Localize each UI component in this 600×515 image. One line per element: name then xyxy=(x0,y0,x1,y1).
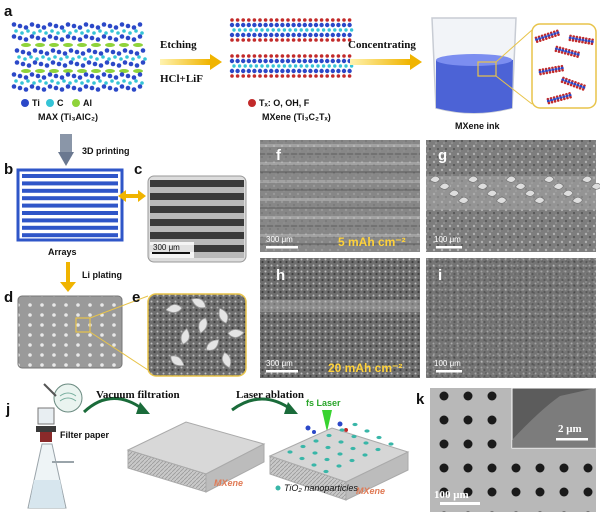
mxene-name: MXene (Ti₃C₂Tₓ) xyxy=(262,112,331,122)
panel-label-e: e xyxy=(132,289,140,306)
step-li-plating: Li plating xyxy=(82,270,122,280)
ablated-film xyxy=(268,422,410,501)
etching-arrow xyxy=(160,54,222,70)
legend-c: C xyxy=(57,98,64,108)
arrays-label: Arrays xyxy=(48,247,77,257)
legend-ti: Ti xyxy=(32,98,40,108)
vacuum-arrow xyxy=(82,397,145,414)
printed-array xyxy=(16,168,124,242)
scale-bar-i: 100 μm xyxy=(434,359,461,368)
sem-image-e xyxy=(147,293,247,377)
panel-label-i: i xyxy=(438,267,442,284)
laser-ablation-label: Laser ablation xyxy=(236,389,304,401)
max-name: MAX (Ti₃AlC₂) xyxy=(38,112,98,122)
sem-image-g xyxy=(426,140,600,252)
tio2-dot-icon xyxy=(275,485,281,491)
tx-dot-icon xyxy=(248,99,256,107)
vacuum-arrowhead-icon xyxy=(136,402,150,414)
sem-image-h xyxy=(260,258,420,378)
panel-label-k: k xyxy=(416,391,425,408)
mxene-film xyxy=(126,421,266,493)
panel-label-f: f xyxy=(276,147,282,164)
step-3d-printing: 3D printing xyxy=(82,146,130,156)
printer-nozzle-icon xyxy=(58,134,74,166)
scale-bar-f: 300 μm xyxy=(266,235,293,244)
laser-arrow xyxy=(231,397,293,412)
laser-debris-icons xyxy=(305,421,348,434)
filter-paper-label: Filter paper xyxy=(60,430,110,440)
areal-capacity-h: 20 mAh cm⁻² xyxy=(328,361,402,375)
c-dot-icon xyxy=(46,99,54,107)
scale-bar-h: 300 μm xyxy=(266,359,293,368)
laser-arrowhead-icon xyxy=(284,402,298,414)
sem-image-k xyxy=(430,387,597,512)
li-plating-arrow xyxy=(60,262,76,292)
mxene-structure xyxy=(229,18,354,78)
scale-bar-g: 100 μm xyxy=(434,235,461,244)
mxene-tag-ablated: MXene xyxy=(356,486,385,496)
etching-label: Etching xyxy=(160,39,197,51)
sem-image-i xyxy=(426,258,596,378)
concentrating-label: Concentrating xyxy=(348,39,416,51)
legend-al: Al xyxy=(83,98,92,108)
scale-bar-k-inset: 2 μm xyxy=(558,423,582,435)
concentrating-arrow xyxy=(350,54,422,70)
tx-legend: Tₓ: O, OH, F xyxy=(259,98,310,108)
ti-dot-icon xyxy=(21,99,29,107)
scale-bar-k: 100 μm xyxy=(434,489,469,501)
panel-label-d: d xyxy=(4,289,13,306)
panel-label-b: b xyxy=(4,161,13,178)
laser-beam-icon xyxy=(322,410,332,432)
tio2-label: TiO₂ nanoparticles xyxy=(284,483,358,493)
panel-label-a: a xyxy=(4,3,13,20)
max-structure xyxy=(11,22,147,92)
etching-reagent: HCl+LiF xyxy=(160,73,203,85)
plated-array xyxy=(17,295,123,369)
panel-label-g: g xyxy=(438,147,447,164)
beaker-icon xyxy=(431,17,517,114)
panel-label-j: j xyxy=(5,401,10,418)
scale-bar-c: 300 μm xyxy=(153,243,180,252)
areal-capacity-f: 5 mAh cm⁻² xyxy=(338,235,406,249)
link-arrow-bc xyxy=(118,190,146,202)
sem-image-c xyxy=(147,175,247,263)
filtration-flask-icon xyxy=(27,383,83,509)
al-dot-icon xyxy=(72,99,80,107)
max-legend: Ti C Al xyxy=(21,98,92,108)
mxene-tag-film: MXene xyxy=(214,478,243,488)
ink-zoom-box xyxy=(531,23,597,109)
vacuum-filtration-label: Vacuum filtration xyxy=(96,389,180,401)
panel-label-c: c xyxy=(134,161,142,178)
sem-image-f xyxy=(260,140,420,252)
panel-label-h: h xyxy=(276,267,285,284)
ink-label: MXene ink xyxy=(455,121,501,131)
fs-laser-label: fs Laser xyxy=(306,398,341,408)
